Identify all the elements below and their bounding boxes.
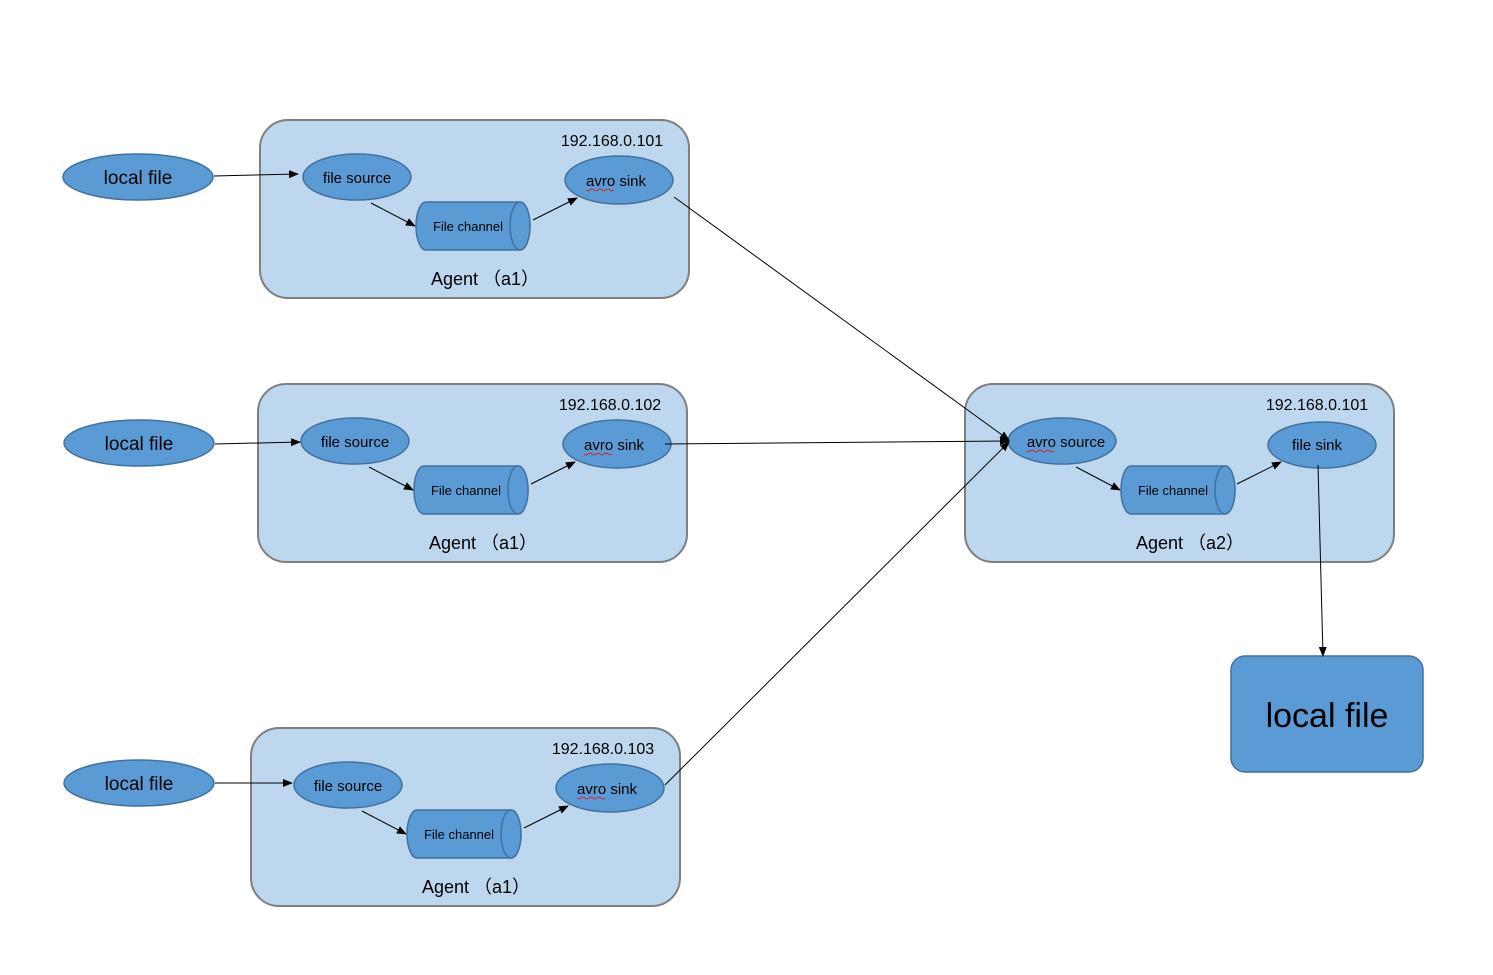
input-local-file-2: local file [63,419,215,467]
arrow-sink2-to-collector [664,437,1010,446]
file-source-node: file source [302,153,412,201]
output-local-file-label: local file [1266,697,1389,735]
file-channel-label: File channel [433,219,503,234]
collector-agent: 192.168.0.101 avro source File channel f… [964,383,1395,563]
avro-source-label: avro source [1027,434,1105,451]
arrow-sink1-to-collector [673,196,1010,441]
arrow-channel-to-sink [530,461,576,485]
file-source-node: file source [293,761,403,809]
arrow-channel-to-sink [523,805,569,829]
agent-title: Agent （a1） [422,877,530,897]
avro-sink-node: avro sink [564,155,674,205]
arrow-sink-to-output [1317,464,1327,657]
arrow-channel-to-sink [1236,461,1282,485]
arrow-source-to-channel [368,466,414,491]
agent-ip: 192.168.0.103 [552,741,654,758]
avro-sink-node: avro sink [562,419,672,469]
avro-sink-label: avro sink [584,437,645,454]
file-channel-node: File channel [413,465,529,515]
file-channel-node: File channel [406,809,522,859]
arrow-sink3-to-collector [664,441,1010,786]
local-file-label: local file [104,168,173,189]
file-source-label: file source [321,434,389,451]
file-source-label: file source [323,170,391,187]
agent-ip: 192.168.0.102 [559,397,661,414]
agent-title: Agent （a1） [429,533,537,553]
file-channel-label: File channel [431,483,501,498]
arrow-source-to-channel [1075,466,1121,491]
arrow-channel-to-sink [532,197,578,221]
agent-ip: 192.168.0.101 [561,133,663,150]
arrow-source-to-channel [370,202,416,227]
input-local-file-1: local file [62,153,214,201]
arrow-input-to-source [214,438,301,447]
avro-sink-node: avro sink [555,763,665,813]
arrow-input-to-source [213,170,299,179]
local-file-label: local file [105,774,174,795]
file-source-node: file source [300,417,410,465]
file-channel-label: File channel [1138,483,1208,498]
agent-2: 192.168.0.102 file source File channel a… [257,383,688,563]
output-local-file: local file [1230,655,1424,773]
agent-title: Agent （a1） [431,269,539,289]
flow-arrows [213,170,1327,835]
agent-3: 192.168.0.103 file source File channel a… [250,727,681,907]
file-source-label: file source [314,778,382,795]
file-sink-label: file sink [1292,437,1343,454]
agent-1: 192.168.0.101 file source File channel a… [259,119,690,299]
avro-source-node: avro source [1007,417,1117,465]
avro-sink-label: avro sink [586,173,647,190]
file-channel-node: File channel [1120,465,1236,515]
local-file-label: local file [105,434,174,455]
avro-sink-label: avro sink [577,781,638,798]
file-channel-node: File channel [415,201,531,251]
input-local-file-3: local file [63,759,215,807]
arrow-source-to-channel [361,810,407,835]
agent-ip: 192.168.0.101 [1266,397,1368,414]
file-sink-node: file sink [1267,421,1377,469]
agent-title: Agent （a2） [1136,533,1244,553]
file-channel-label: File channel [424,827,494,842]
